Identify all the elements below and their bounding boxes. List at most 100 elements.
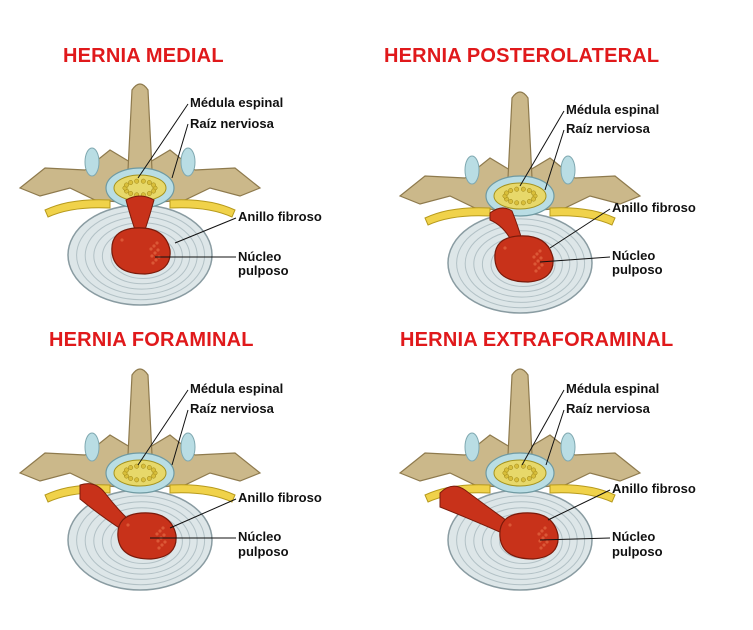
nucleus-texture xyxy=(161,526,165,530)
cord-fiber xyxy=(124,467,129,473)
spinal-cord xyxy=(113,459,167,487)
label-annulus: Anillo fibroso xyxy=(238,209,322,224)
cord-fiber xyxy=(504,467,509,473)
disc-ring xyxy=(473,507,571,575)
nucleus-texture xyxy=(535,252,539,256)
nerve-root-right xyxy=(169,484,236,503)
nerve-root-right xyxy=(549,484,616,503)
nucleus-texture xyxy=(536,259,540,263)
label-annulus: Anillo fibroso xyxy=(612,200,696,215)
vertebra-group xyxy=(398,368,642,591)
cord-fiber xyxy=(134,463,140,469)
vertebra-group xyxy=(18,83,262,306)
label-nucleus-2: pulposo xyxy=(612,544,663,559)
nucleus-texture xyxy=(151,261,155,265)
herniation xyxy=(489,207,523,243)
spinal-cord xyxy=(493,182,547,210)
panel-title: HERNIA MEDIAL xyxy=(63,45,224,67)
nucleus-texture xyxy=(539,546,543,550)
nucleus-texture xyxy=(537,532,541,536)
nucleus-texture xyxy=(540,529,544,533)
cord-fiber xyxy=(508,476,514,481)
cord-fiber xyxy=(134,178,140,184)
nucleus-texture xyxy=(149,247,153,251)
spinous-process xyxy=(507,368,533,456)
spinous-process xyxy=(127,83,153,171)
nucleus-texture xyxy=(544,533,548,537)
cord-fiber xyxy=(531,190,536,196)
cord-fiber xyxy=(531,473,536,479)
disc-ring xyxy=(464,224,578,303)
cord-fiber xyxy=(514,463,520,469)
nucleus-texture xyxy=(545,540,549,544)
nucleus-texture xyxy=(540,263,544,267)
disc-ring xyxy=(473,230,571,298)
nucleus-texture xyxy=(508,523,512,527)
facet-joint xyxy=(464,155,480,185)
cord-fiber xyxy=(520,186,526,192)
nerve-root-right xyxy=(169,199,236,218)
nucleus-pulposus xyxy=(117,512,177,560)
spinal-cord xyxy=(493,459,547,487)
cord-fiber xyxy=(514,477,520,483)
nucleus-texture xyxy=(532,255,536,259)
cord-fiber xyxy=(151,473,156,479)
cord-fiber xyxy=(128,476,134,481)
cord-fiber xyxy=(128,191,134,196)
nucleus-texture xyxy=(534,269,538,273)
label-nerve-root: Raíz nerviosa xyxy=(566,121,650,136)
facet-joint xyxy=(180,147,196,177)
nucleus-texture xyxy=(153,251,157,255)
cord-fiber xyxy=(531,467,536,473)
cord-fiber xyxy=(146,180,152,185)
panel-title: HERNIA EXTRAFORAMINAL xyxy=(400,329,674,351)
cord-fiber xyxy=(526,465,532,470)
label-nucleus-1: Núcleo xyxy=(612,529,656,544)
nucleus-texture xyxy=(160,543,164,547)
label-annulus: Anillo fibroso xyxy=(612,481,696,496)
nucleus-texture xyxy=(538,249,542,253)
nucleus-texture xyxy=(155,241,159,245)
nucleus-texture xyxy=(156,539,160,543)
nerve-root-left xyxy=(424,207,491,226)
nucleus-texture xyxy=(162,533,166,537)
vertebra-group xyxy=(18,368,262,591)
nucleus-texture xyxy=(120,238,124,242)
cord-fiber xyxy=(504,190,509,196)
nucleus-texture xyxy=(541,536,545,540)
cord-fiber xyxy=(520,477,526,483)
disc-ring xyxy=(464,501,578,580)
label-spinal-cord: Médula espinal xyxy=(566,381,660,396)
leader-line xyxy=(174,217,237,244)
disc-ring xyxy=(76,495,206,586)
leader-line xyxy=(547,489,611,521)
cord-fiber xyxy=(146,465,152,470)
disc-ring xyxy=(456,218,586,309)
nucleus-texture xyxy=(163,540,167,544)
cord-fiber xyxy=(140,178,146,184)
cord-fiber xyxy=(134,477,140,483)
cord-fiber xyxy=(526,476,532,481)
label-annulus: Anillo fibroso xyxy=(238,490,322,505)
facet-joint xyxy=(560,432,576,462)
cord-fiber xyxy=(146,476,152,481)
nucleus-texture xyxy=(543,526,547,530)
nerve-root-left xyxy=(44,199,111,218)
label-nucleus-1: Núcleo xyxy=(238,529,282,544)
cord-fiber xyxy=(514,186,520,192)
nucleus-texture xyxy=(157,546,161,550)
cord-fiber xyxy=(520,200,526,206)
leader-line xyxy=(519,110,565,187)
cord-fiber xyxy=(531,196,536,202)
label-nerve-root: Raíz nerviosa xyxy=(190,401,274,416)
nucleus-texture xyxy=(539,256,543,260)
cord-fiber xyxy=(151,182,156,188)
nucleus-texture xyxy=(156,248,160,252)
nucleus-texture xyxy=(150,254,154,258)
label-spinal-cord: Médula espinal xyxy=(190,95,284,110)
herniation xyxy=(79,483,133,532)
